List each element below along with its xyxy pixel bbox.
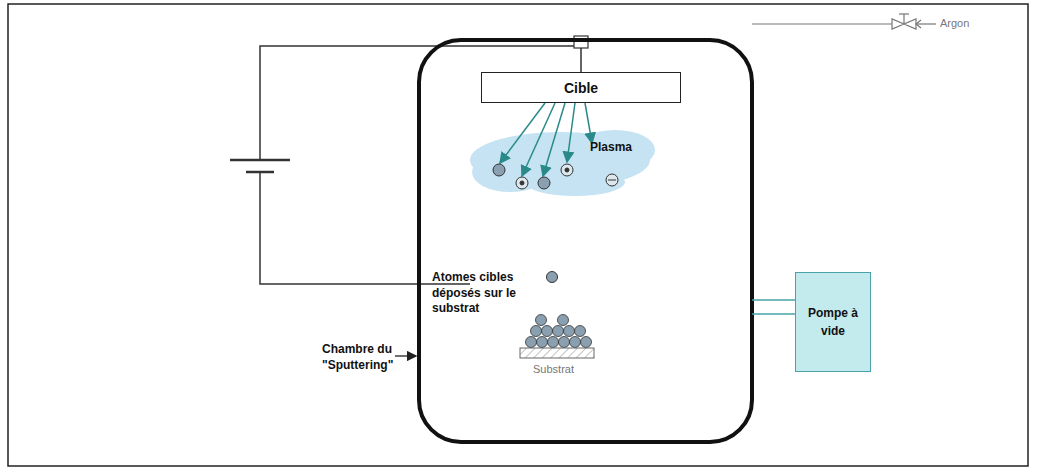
box-text: Cible — [564, 80, 598, 96]
substrate — [520, 348, 594, 358]
atoms-label: Atomes cibles déposés sur le substrat — [432, 270, 544, 317]
vacuum-pump-box: Pompe à vide — [795, 272, 871, 372]
frame — [8, 4, 1028, 466]
chamber-label: Chambre du "Sputtering" — [322, 342, 392, 373]
deposited-atoms — [526, 315, 592, 348]
plasma-label: Plasma — [590, 140, 632, 154]
substrate-label: Substrat — [533, 363, 574, 375]
target-box: Cible — [481, 72, 681, 103]
argon-label: Argon — [940, 17, 969, 29]
argon-valve — [752, 14, 936, 29]
ion-arrows — [500, 103, 592, 176]
plasma-cloud — [470, 130, 655, 196]
pump-pipe — [752, 300, 795, 314]
particles — [493, 164, 618, 283]
chamber-leader — [395, 355, 416, 356]
box-text: Pompe à vide — [800, 304, 866, 340]
sputtering-chamber — [419, 40, 752, 442]
